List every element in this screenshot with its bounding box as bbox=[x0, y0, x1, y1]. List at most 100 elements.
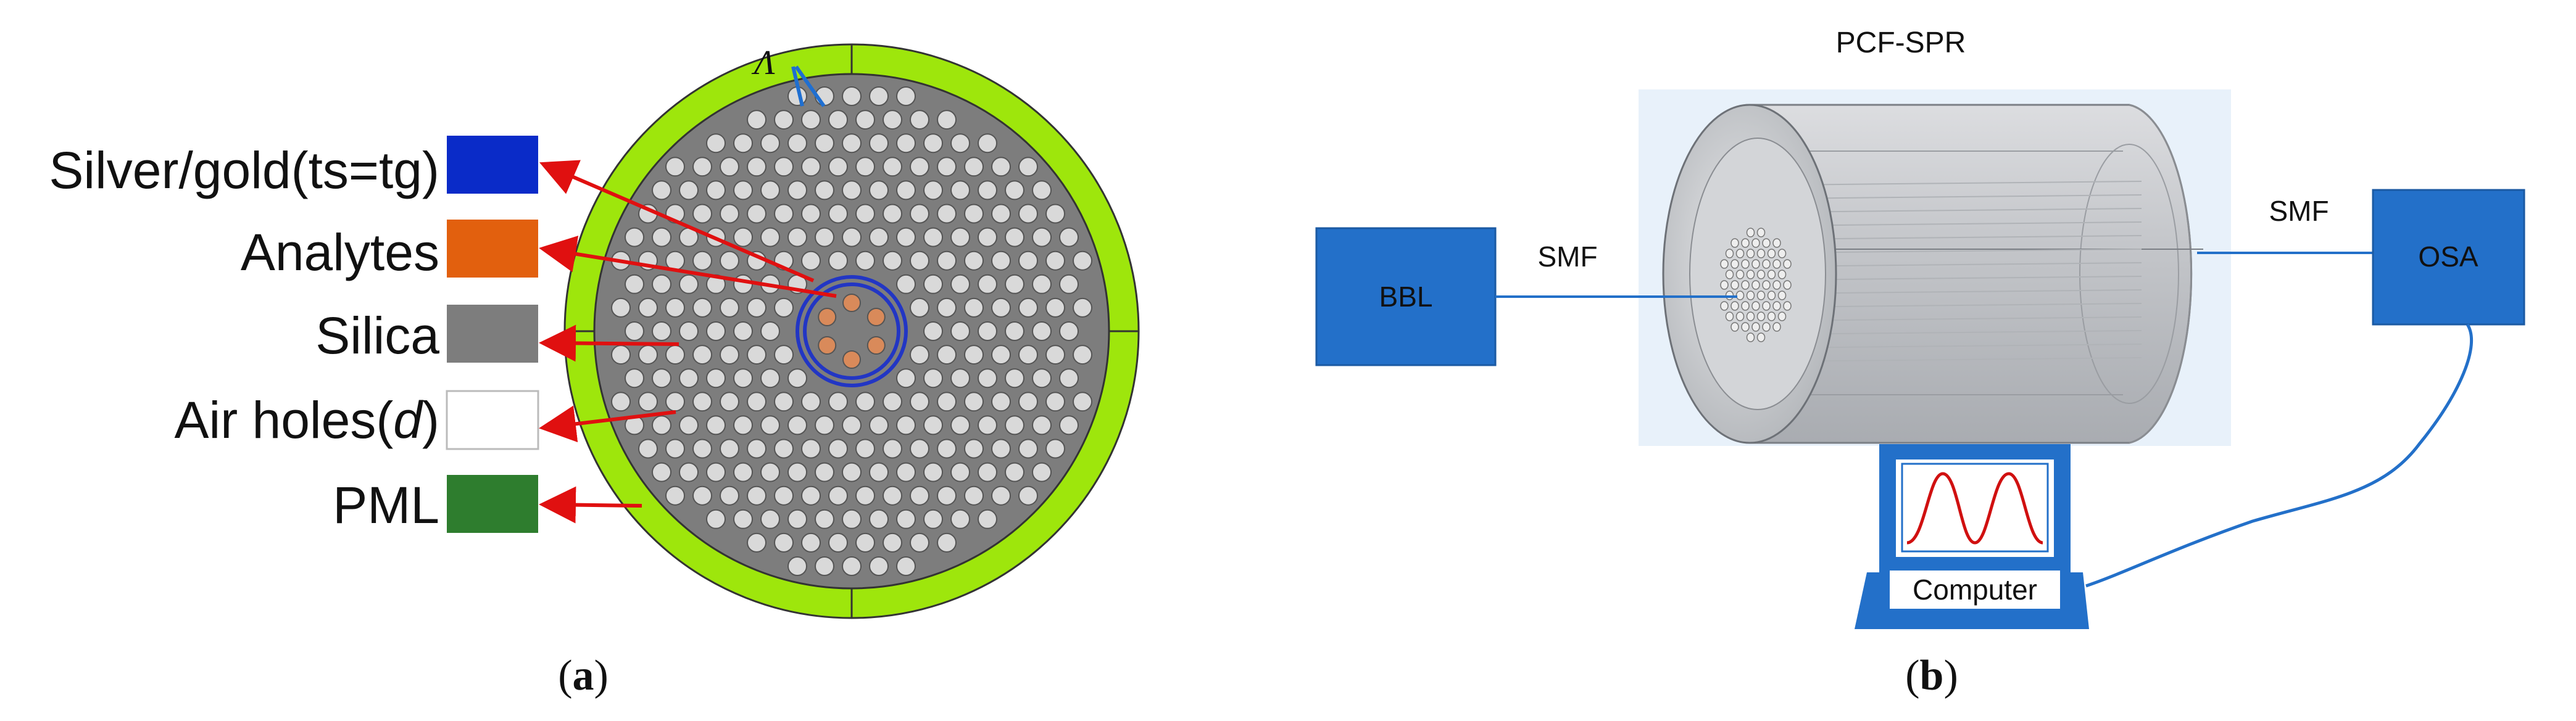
front-hole bbox=[1720, 280, 1729, 290]
air-hole bbox=[950, 509, 970, 529]
air-hole bbox=[679, 415, 699, 435]
air-hole bbox=[923, 180, 943, 200]
air-hole bbox=[964, 485, 984, 506]
air-hole bbox=[720, 250, 739, 271]
air-hole bbox=[733, 321, 753, 341]
front-hole bbox=[1783, 301, 1792, 311]
air-hole bbox=[801, 392, 821, 412]
air-hole bbox=[706, 321, 726, 341]
air-hole bbox=[950, 227, 970, 247]
air-hole bbox=[896, 274, 916, 294]
air-hole bbox=[964, 250, 984, 271]
air-hole bbox=[774, 157, 794, 177]
air-hole bbox=[679, 462, 699, 482]
fiber-cross-section: Λ bbox=[563, 43, 1140, 619]
air-hole bbox=[815, 415, 834, 435]
front-hole bbox=[1767, 249, 1776, 258]
air-hole bbox=[937, 204, 957, 224]
air-hole bbox=[1005, 368, 1024, 389]
air-hole bbox=[964, 439, 984, 459]
air-hole bbox=[692, 392, 712, 412]
air-hole bbox=[964, 157, 984, 177]
air-hole bbox=[760, 180, 780, 200]
legend-swatch-analytes bbox=[447, 220, 538, 278]
legend-label-pml: PML bbox=[333, 476, 439, 534]
air-hole bbox=[652, 227, 671, 247]
air-hole bbox=[760, 415, 780, 435]
pcf-spr-title: PCF-SPR bbox=[1836, 27, 1966, 59]
air-hole bbox=[964, 392, 984, 412]
front-hole bbox=[1751, 238, 1760, 248]
air-hole bbox=[883, 485, 902, 506]
air-hole bbox=[747, 392, 767, 412]
front-hole bbox=[1756, 290, 1766, 300]
air-hole bbox=[665, 485, 685, 506]
computer-screen bbox=[1896, 459, 2054, 557]
air-hole bbox=[991, 204, 1011, 224]
air-hole bbox=[910, 204, 929, 224]
fiber-rod bbox=[1777, 303, 2142, 308]
air-hole bbox=[950, 274, 970, 294]
air-hole bbox=[991, 250, 1011, 271]
air-hole bbox=[706, 415, 726, 435]
air-hole bbox=[896, 133, 916, 154]
air-hole bbox=[733, 180, 753, 200]
air-hole bbox=[883, 157, 902, 177]
legend-arrows bbox=[539, 160, 837, 524]
air-hole bbox=[991, 157, 1011, 177]
air-hole bbox=[923, 368, 943, 389]
front-hole bbox=[1741, 259, 1750, 269]
air-hole bbox=[978, 321, 997, 341]
air-hole bbox=[1045, 439, 1065, 459]
front-hole bbox=[1772, 259, 1781, 269]
air-hole bbox=[815, 180, 834, 200]
air-hole bbox=[1018, 485, 1038, 506]
front-hole bbox=[1746, 228, 1755, 237]
air-hole bbox=[706, 180, 726, 200]
air-hole bbox=[910, 250, 929, 271]
air-hole bbox=[815, 227, 834, 247]
air-hole bbox=[1032, 462, 1052, 482]
air-hole bbox=[787, 415, 807, 435]
air-hole bbox=[1059, 415, 1079, 435]
air-hole bbox=[978, 368, 997, 389]
air-hole bbox=[991, 485, 1011, 506]
air-hole bbox=[1005, 321, 1024, 341]
air-hole bbox=[937, 392, 957, 412]
air-hole bbox=[720, 485, 739, 506]
front-hole bbox=[1756, 228, 1766, 237]
air-hole bbox=[1059, 274, 1079, 294]
front-hole bbox=[1741, 322, 1750, 332]
air-hole bbox=[1045, 204, 1065, 224]
air-hole bbox=[652, 321, 671, 341]
air-hole bbox=[1005, 415, 1024, 435]
front-hole bbox=[1741, 301, 1750, 311]
front-hole bbox=[1777, 249, 1787, 258]
air-hole bbox=[896, 86, 916, 106]
front-hole bbox=[1725, 249, 1734, 258]
air-hole bbox=[760, 133, 780, 154]
front-hole bbox=[1756, 249, 1766, 258]
air-hole bbox=[828, 157, 848, 177]
front-hole bbox=[1767, 290, 1776, 300]
air-hole bbox=[1045, 392, 1065, 412]
legend-swatch-silica bbox=[447, 305, 538, 363]
air-hole bbox=[937, 297, 957, 318]
air-hole bbox=[842, 556, 862, 576]
air-hole bbox=[923, 509, 943, 529]
spectrum-curve bbox=[1906, 472, 2043, 545]
air-hole bbox=[910, 345, 929, 365]
air-hole bbox=[1032, 321, 1052, 341]
air-hole bbox=[747, 157, 767, 177]
air-hole bbox=[679, 180, 699, 200]
air-hole-lattice bbox=[611, 86, 1092, 576]
air-hole bbox=[910, 157, 929, 177]
air-hole bbox=[774, 532, 794, 553]
air-hole bbox=[787, 556, 807, 576]
air-hole bbox=[787, 180, 807, 200]
air-hole bbox=[652, 462, 671, 482]
air-hole bbox=[869, 227, 889, 247]
air-hole bbox=[1045, 297, 1065, 318]
front-hole bbox=[1730, 322, 1739, 332]
air-hole bbox=[1032, 274, 1052, 294]
